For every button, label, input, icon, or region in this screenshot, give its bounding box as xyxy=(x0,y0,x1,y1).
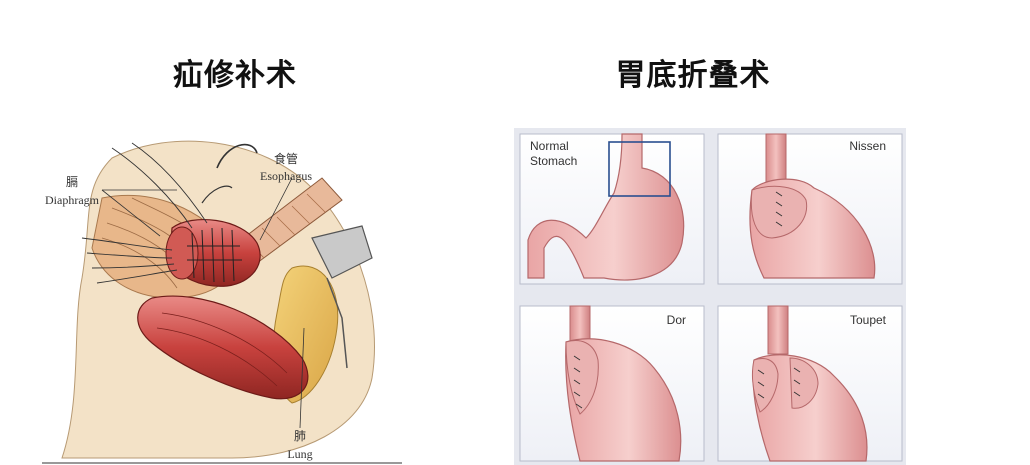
diaphragm-label-cn: 膈 xyxy=(66,175,78,189)
retractor xyxy=(311,225,373,279)
panel-normal-stomach: Normal Stomach xyxy=(519,133,705,285)
panel-dor: Dor xyxy=(519,305,705,462)
fundoplication-illustration: Normal Stomach Nissen xyxy=(514,128,906,465)
esophagus-label-en: Esophagus xyxy=(260,169,312,183)
toupet-label: Toupet xyxy=(850,313,887,327)
surgical-needle xyxy=(216,143,258,169)
normal-label-line2: Stomach xyxy=(530,154,577,168)
hernia-repair-title: 疝修补术 xyxy=(173,58,297,93)
panel-toupet: Toupet xyxy=(717,305,903,462)
focus-box xyxy=(608,141,671,197)
esophagus-label-cn: 食管 xyxy=(274,151,298,166)
lung-label-cn: 肺 xyxy=(294,429,306,443)
hernia-repair-illustration: 膈 Diaphragm 食管 Esophagus 肺 Lung xyxy=(42,140,402,464)
suture-threads xyxy=(81,142,208,284)
lower-stomach xyxy=(137,295,309,400)
dor-label: Dor xyxy=(667,313,686,327)
diaphragm-label-en: Diaphragm xyxy=(45,193,100,207)
lung-label-en: Lung xyxy=(287,447,312,461)
sutures xyxy=(187,227,242,283)
normal-label-line1: Normal xyxy=(530,139,569,153)
fundoplication-title: 胃底折叠术 xyxy=(615,58,771,93)
panel-nissen: Nissen xyxy=(717,133,903,285)
nissen-label: Nissen xyxy=(849,139,886,153)
